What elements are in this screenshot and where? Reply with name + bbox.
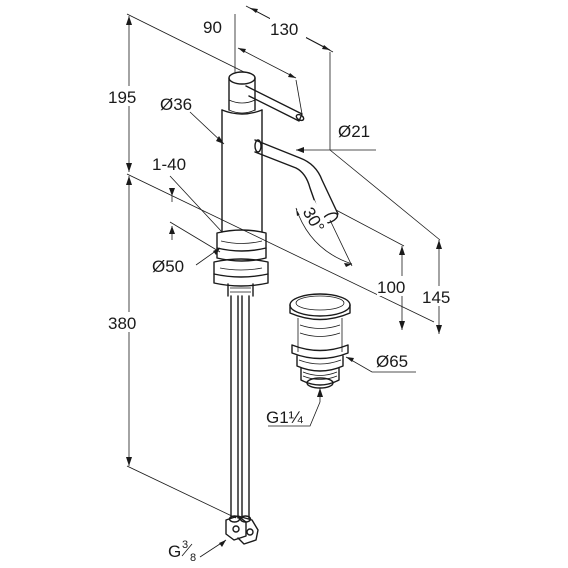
dim-145-label: 145 xyxy=(422,288,450,307)
dim-d65-label: Ø65 xyxy=(376,352,408,371)
dim-380-label: 380 xyxy=(108,314,136,333)
connection-hoses xyxy=(228,295,252,523)
dim-d50-label: Ø50 xyxy=(152,257,184,276)
faucet xyxy=(213,71,339,545)
clamp-nut xyxy=(213,258,269,287)
dim-d21-label: Ø21 xyxy=(338,122,370,141)
dim-90-label: 90 xyxy=(203,18,222,37)
dim-195-label: 195 xyxy=(108,88,136,107)
lever-handle xyxy=(245,85,305,122)
thread-numerator: 3 xyxy=(182,539,188,551)
base-rosette xyxy=(216,229,267,262)
thread-g-letter: G xyxy=(168,542,181,561)
thread-g3-8-label: G 3 8 xyxy=(168,539,196,564)
dim-clamp-range-label: 1-40 xyxy=(152,155,186,174)
faucet-body xyxy=(221,109,263,233)
thread-denominator: 8 xyxy=(190,552,196,564)
threaded-shank xyxy=(227,283,254,297)
popup-waste xyxy=(289,293,351,389)
thread-g1-1-4-label: G1¼ xyxy=(266,408,304,427)
dim-130-label: 130 xyxy=(270,20,298,39)
hose-nuts xyxy=(225,515,259,545)
cartridge-cap xyxy=(228,71,256,114)
dim-d36-label: Ø36 xyxy=(160,95,192,114)
dim-100-label: 100 xyxy=(377,278,405,297)
